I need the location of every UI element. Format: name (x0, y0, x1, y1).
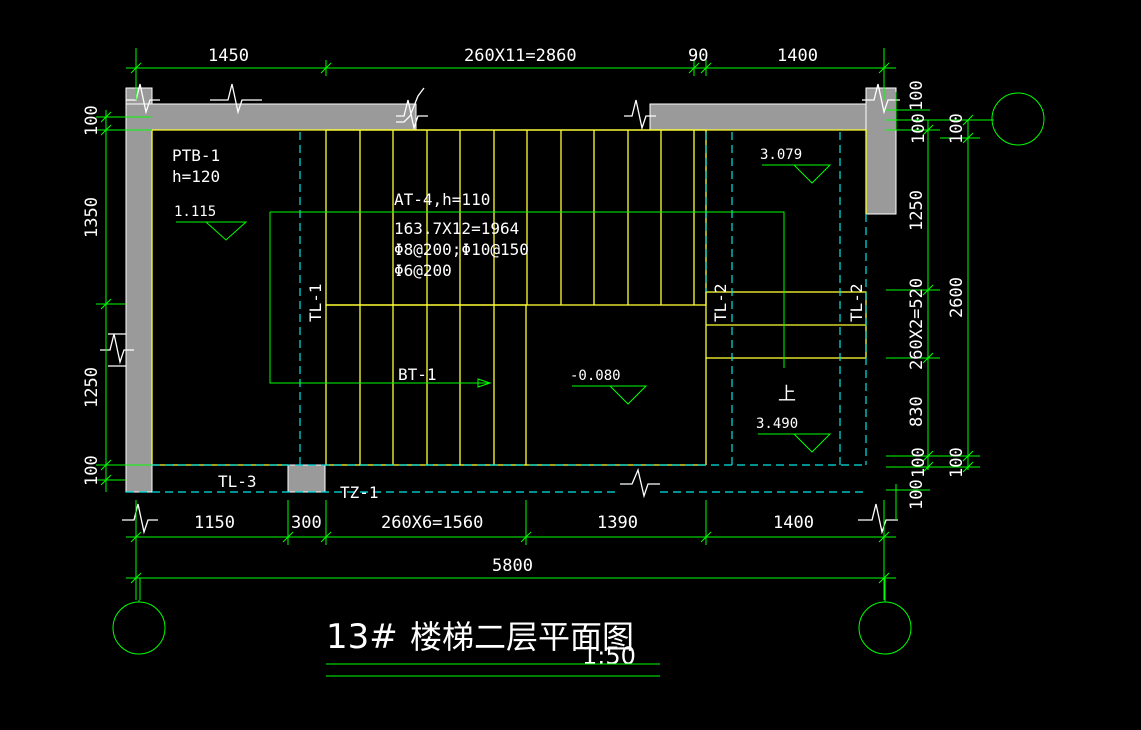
dim-bottom-1390: 1390 (597, 513, 638, 533)
dim-top-2860: 260X11=2860 (464, 46, 577, 66)
dim-left-100b: 100 (82, 455, 102, 486)
dim-outer-100b: 100 (947, 447, 967, 478)
title-name: 楼梯二层平面图 (410, 618, 634, 656)
stair-flights (152, 129, 867, 466)
treads-upper (359, 130, 695, 305)
axis-bubbles (112, 92, 1045, 655)
dim-outer-2600: 2600 (947, 277, 967, 318)
ptb-name: PTB-1 (172, 146, 220, 165)
dim-small-100b: 100 (909, 447, 929, 478)
beam-tl3: TL-3 (218, 472, 257, 491)
ptb-thickness: h=120 (172, 167, 220, 186)
dim-right-100a: 100 (907, 80, 927, 111)
wall-top-left (125, 103, 417, 131)
wall-left (125, 87, 153, 493)
title-number: 13# (326, 617, 398, 657)
axis-bubble-bottom-right (858, 601, 912, 655)
dim-left-1250: 1250 (82, 367, 102, 408)
column-bottom (287, 464, 326, 493)
walls (125, 87, 897, 493)
dim-left-100a: 100 (82, 105, 102, 136)
at-rebar-1: Φ8@200;Φ10@150 (394, 240, 529, 259)
dim-bottom-300: 300 (291, 513, 322, 533)
slab-texts: PTB-1 h=120 AT-4,h=110 163.7X12=1964 Φ8@… (172, 146, 796, 405)
wall-inner-outline (151, 129, 867, 465)
dim-left-1350: 1350 (82, 197, 102, 238)
dim-right-830: 830 (907, 396, 927, 427)
dim-bottom-1150: 1150 (194, 513, 235, 533)
level-markers (176, 164, 832, 453)
dim-top-90: 90 (688, 46, 708, 66)
dim-outer-100a: 100 (947, 113, 967, 144)
level-3079: 3.079 (760, 147, 802, 163)
wall-top-right (649, 103, 897, 131)
beam-texts: TL-1 TL-2 TL-2 TL-3 TZ-1 (218, 283, 866, 502)
drawing-title: 13# 楼梯二层平面图 1:50 (326, 617, 660, 677)
dim-right-1250: 1250 (907, 190, 927, 231)
dim-small-100a: 100 (909, 113, 929, 144)
at-name: AT-4,h=110 (394, 190, 490, 209)
dim-bottom-1560: 260X6=1560 (381, 513, 483, 533)
dim-right-100b: 100 (907, 479, 927, 510)
column-tz1: TZ-1 (340, 483, 379, 502)
dimension-texts: 1450 260X11=2860 90 1400 1150 300 260X6=… (82, 46, 967, 576)
dim-bottom-1400: 1400 (773, 513, 814, 533)
beam-tl1: TL-1 (306, 283, 325, 322)
flight-lower (325, 304, 527, 466)
beam-tl2-left: TL-2 (711, 283, 730, 322)
dim-top-1450: 1450 (208, 46, 249, 66)
axis-bubble-right (991, 92, 1045, 146)
level-minus0080: -0.080 (570, 368, 621, 384)
treads-lower (359, 305, 495, 465)
axis-bubble-bottom-left (112, 601, 166, 655)
level-3490: 3.490 (756, 416, 798, 432)
up-mark: 上 (778, 384, 796, 405)
at-steps: 163.7X12=1964 (394, 219, 519, 238)
at-rebar-2: Φ6@200 (394, 261, 452, 280)
level-1115: 1.115 (174, 204, 216, 220)
wall-right-stub (865, 87, 897, 215)
dim-overall: 5800 (492, 556, 533, 576)
break-marks (100, 83, 900, 535)
dim-top-1400: 1400 (777, 46, 818, 66)
flight-upper (325, 129, 707, 306)
beam-tl2-right: TL-2 (847, 283, 866, 322)
title-scale: 1:50 (582, 642, 636, 670)
dimension-lines (96, 48, 990, 600)
beams-dashed (126, 132, 867, 493)
level-texts: 1.115 3.079 -0.080 3.490 (174, 147, 802, 432)
slab-arrows (269, 211, 785, 388)
dim-right-520: 260X2=520 (907, 278, 927, 370)
bt-name: BT-1 (398, 365, 437, 384)
